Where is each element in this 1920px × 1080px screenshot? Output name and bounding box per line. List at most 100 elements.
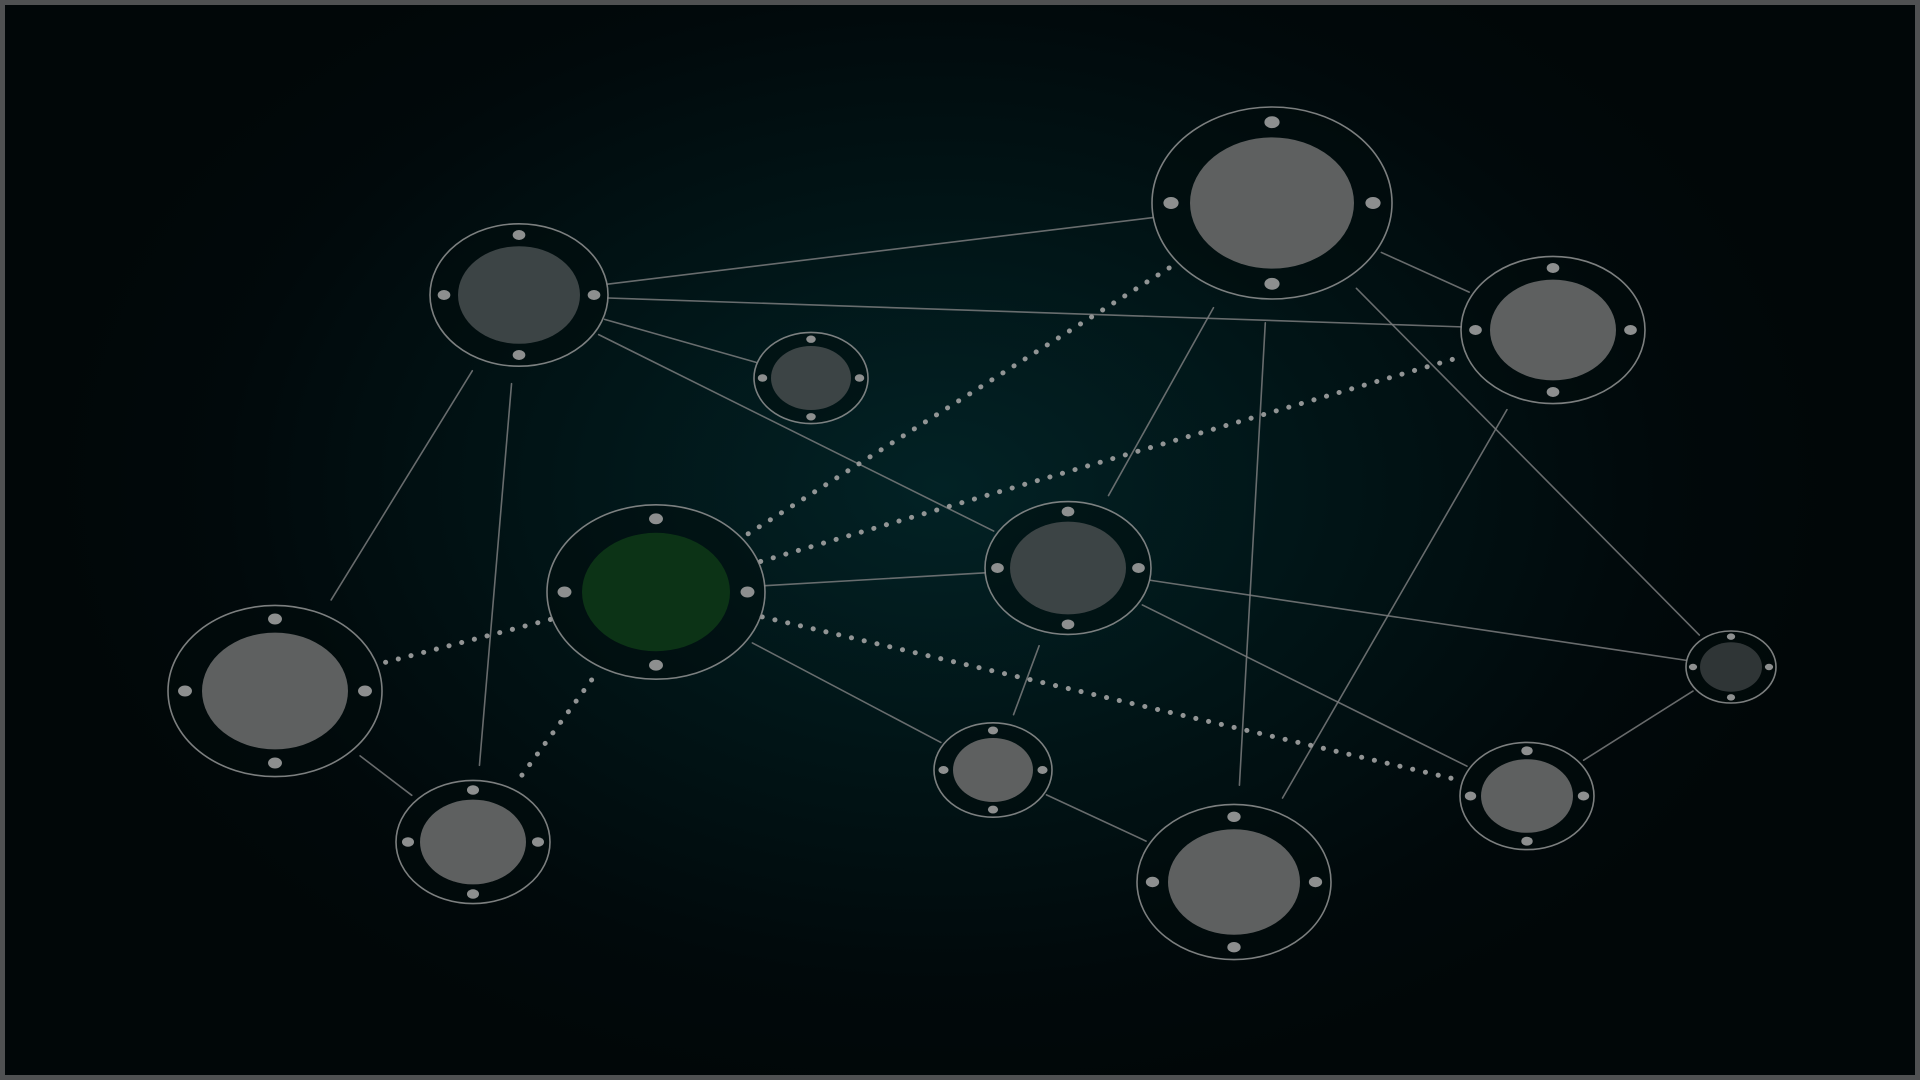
port-top xyxy=(649,513,663,525)
port-right xyxy=(358,685,372,697)
edge-n-center-to-n-far-right-small xyxy=(1149,579,1688,662)
edge-n-center-to-n-lower-right xyxy=(1141,604,1468,767)
port-left xyxy=(1163,197,1179,209)
edge-n-top-large-to-n-upper-right xyxy=(1380,251,1470,293)
edge-n-center-green-to-n-lower-left-dotted xyxy=(515,677,595,783)
edge-n-upper-left-to-n-small-upper xyxy=(603,318,757,364)
node-n-lower-right[interactable] xyxy=(1459,741,1595,851)
port-left xyxy=(401,837,415,847)
network-graph xyxy=(167,106,1777,961)
port-left xyxy=(1464,791,1477,801)
node-n-center[interactable] xyxy=(984,500,1152,636)
node-core xyxy=(1168,829,1300,935)
edge-n-upper-left-to-n-lower-left xyxy=(478,382,513,767)
edge-n-center-green-to-n-lower-right-dotted xyxy=(759,614,1465,784)
port-top xyxy=(268,613,282,625)
port-bottom xyxy=(1546,387,1560,397)
node-core xyxy=(458,246,580,344)
port-left xyxy=(1145,876,1160,888)
port-left xyxy=(938,766,949,774)
port-bottom xyxy=(512,350,526,360)
port-bottom xyxy=(268,757,282,769)
edge-n-far-left-to-n-lower-left xyxy=(359,755,413,797)
port-right xyxy=(531,837,545,847)
port-right xyxy=(1308,876,1323,888)
node-n-lower-mid[interactable] xyxy=(933,721,1053,818)
port-bottom xyxy=(1061,619,1075,630)
edge-n-center-green-to-n-far-left-dotted xyxy=(376,616,554,667)
port-bottom xyxy=(987,805,999,814)
port-right xyxy=(740,586,755,598)
port-right xyxy=(854,374,865,382)
node-core xyxy=(202,632,348,750)
port-right xyxy=(1577,791,1590,801)
port-top xyxy=(1264,116,1280,129)
edge-n-top-large-to-n-center xyxy=(1107,306,1215,497)
port-left xyxy=(437,290,451,300)
port-bottom xyxy=(806,413,816,421)
edge-n-center-green-to-n-lower-mid xyxy=(751,642,942,744)
edges-layer xyxy=(330,216,1701,842)
node-core xyxy=(1481,759,1573,833)
edge-n-center-green-to-n-top-large-dotted xyxy=(745,264,1174,537)
edge-n-center-green-to-n-upper-right-dotted xyxy=(758,353,1468,564)
edge-n-upper-left-to-n-top-large xyxy=(606,216,1154,286)
node-core xyxy=(1490,279,1616,381)
port-top xyxy=(987,726,999,735)
node-core xyxy=(953,738,1033,802)
edge-n-upper-left-to-n-far-left xyxy=(330,369,474,601)
edge-n-upper-left-to-n-center xyxy=(597,333,995,532)
nodes-layer xyxy=(167,106,1777,961)
port-right xyxy=(1624,325,1637,335)
node-core xyxy=(420,799,526,885)
node-core xyxy=(771,346,851,410)
port-left xyxy=(557,586,572,598)
port-right xyxy=(1365,197,1381,209)
node-n-small-upper[interactable] xyxy=(753,331,869,425)
node-n-center-green[interactable] xyxy=(546,503,766,680)
port-right xyxy=(1132,563,1145,573)
edge-n-center-to-n-lower-mid xyxy=(1012,645,1040,716)
port-left xyxy=(757,374,768,382)
port-right xyxy=(1764,663,1774,671)
node-n-upper-right[interactable] xyxy=(1460,255,1646,405)
node-n-far-right-small[interactable] xyxy=(1685,630,1777,704)
port-top xyxy=(1726,633,1736,640)
port-top xyxy=(512,230,526,240)
node-core xyxy=(1010,521,1126,615)
edge-n-lower-right-to-n-far-right-small xyxy=(1582,690,1694,761)
port-left xyxy=(991,563,1004,573)
port-right xyxy=(587,290,601,300)
port-bottom xyxy=(1264,277,1280,290)
node-n-bottom-large[interactable] xyxy=(1136,803,1332,961)
edge-n-upper-right-to-n-bottom-large xyxy=(1281,408,1508,799)
edge-n-lower-mid-to-n-bottom-large xyxy=(1045,794,1147,842)
node-n-top-large[interactable] xyxy=(1151,106,1393,300)
edge-n-upper-left-to-n-upper-right xyxy=(607,297,1462,328)
port-top xyxy=(1227,811,1241,822)
port-bottom xyxy=(466,889,480,899)
node-core xyxy=(1700,642,1762,692)
highlighted-node-core xyxy=(582,532,730,652)
port-left xyxy=(178,685,192,697)
port-bottom xyxy=(1227,942,1241,953)
port-top xyxy=(1061,506,1075,517)
node-n-upper-left[interactable] xyxy=(429,223,609,367)
port-top xyxy=(1546,263,1560,273)
port-top xyxy=(1521,746,1533,756)
port-bottom xyxy=(1726,694,1736,701)
port-right xyxy=(1037,766,1048,774)
port-bottom xyxy=(1521,836,1533,846)
edge-n-top-large-to-n-far-right-small xyxy=(1355,287,1701,636)
node-n-lower-left[interactable] xyxy=(395,779,551,905)
node-core xyxy=(1190,137,1354,269)
node-n-far-left[interactable] xyxy=(167,604,383,778)
edge-n-center-green-to-n-center xyxy=(764,572,986,587)
port-top xyxy=(806,335,816,343)
edge-n-top-large-to-n-bottom-large xyxy=(1238,322,1267,786)
port-top xyxy=(466,785,480,795)
port-left xyxy=(1688,663,1698,671)
port-bottom xyxy=(649,659,663,671)
port-left xyxy=(1469,325,1482,335)
